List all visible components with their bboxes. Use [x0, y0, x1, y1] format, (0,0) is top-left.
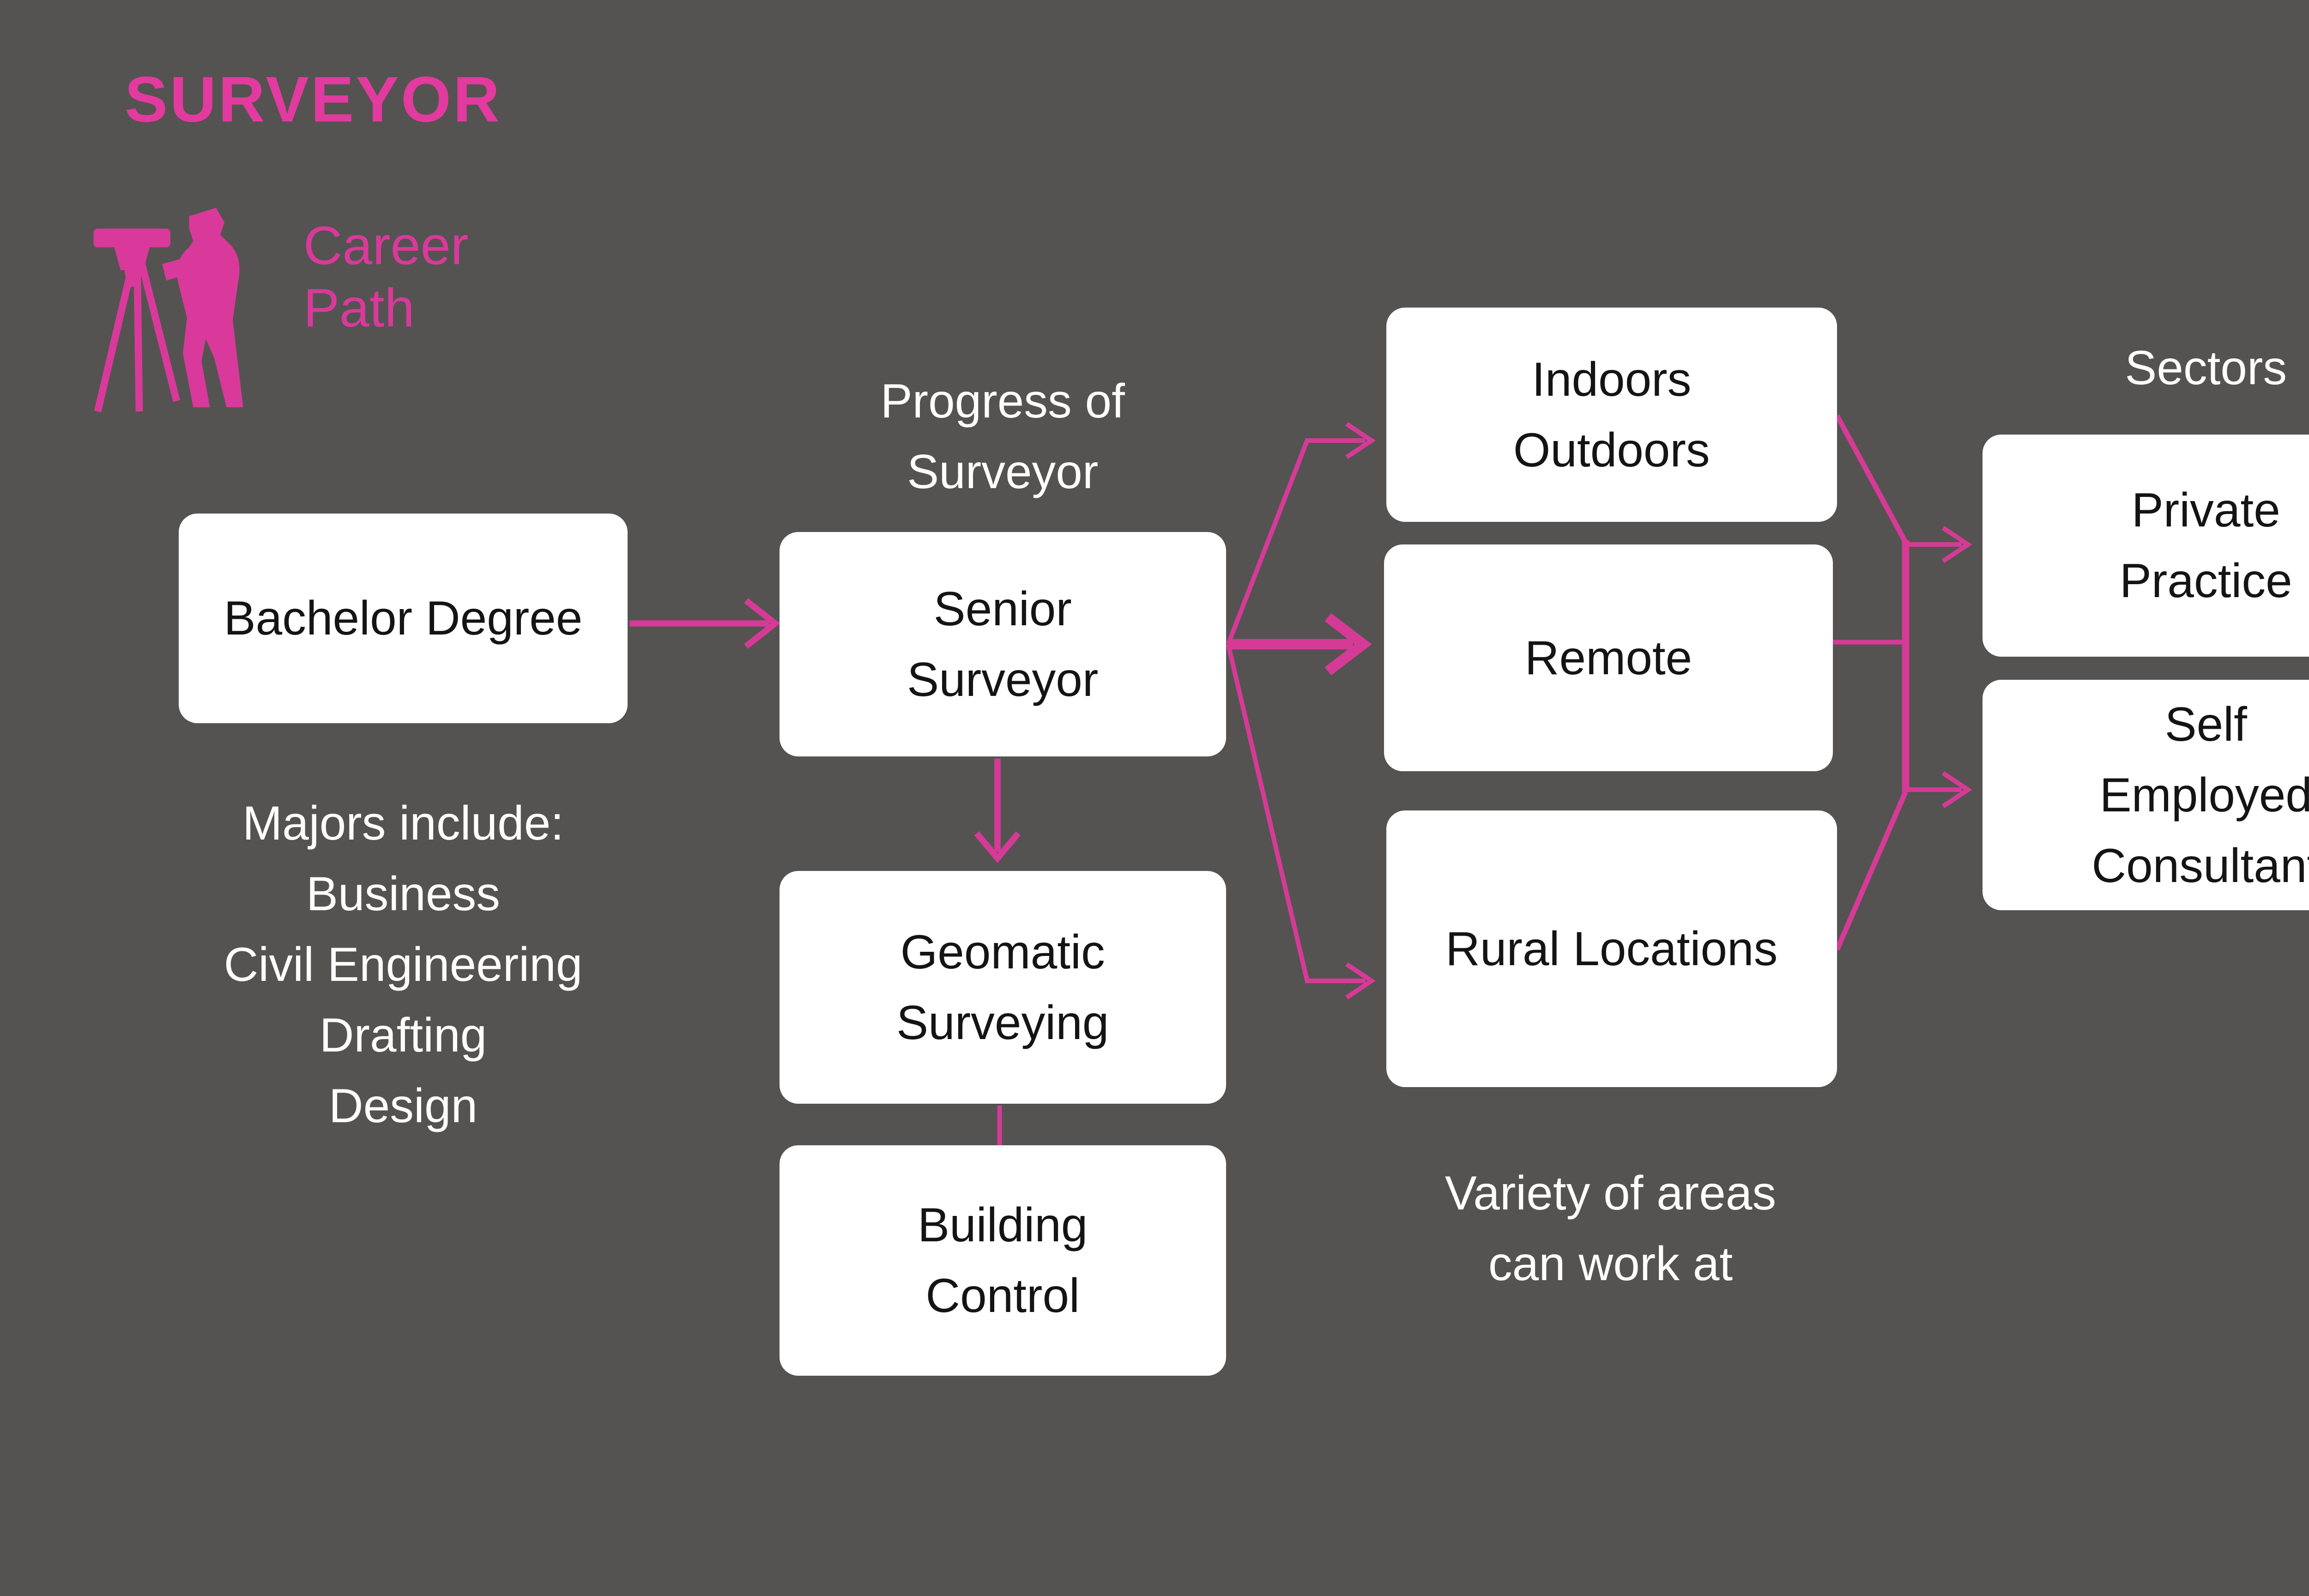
node-indoors-outdoors: Indoors Outdoors — [1386, 308, 1837, 522]
node-label: Indoors Outdoors — [1513, 352, 1710, 477]
arrow-senior-to-geomatic — [974, 758, 1021, 864]
node-self-employed-consultant: Self Employed Consultant — [1983, 679, 2309, 910]
arrow-senior-to-remote — [1228, 613, 1372, 676]
node-senior-surveyor: Senior Surveyor — [779, 532, 1226, 756]
arrow-junction-to-private-practice — [1905, 526, 1972, 563]
node-label: Self Employed Consultant — [2091, 697, 2309, 892]
connector-rural-to-junction — [1834, 791, 1908, 951]
node-label: Bachelor Degree — [224, 591, 583, 645]
node-label: Senior Surveyor — [907, 582, 1099, 706]
node-rural-locations: Rural Locations — [1386, 810, 1837, 1087]
arrow-bachelor-to-senior — [629, 598, 780, 649]
node-remote: Remote — [1384, 544, 1833, 771]
note-progress-of-surveyor: Progress of Surveyor — [880, 374, 1125, 498]
note-majors-include: Majors include: Business Civil Engineeri… — [224, 796, 583, 1132]
page-subtitle: Career Path — [303, 215, 469, 338]
node-label: Remote — [1524, 630, 1692, 684]
page-title: SURVEYOR — [125, 63, 502, 135]
node-building-control: Building Control — [779, 1145, 1226, 1376]
node-label: Rural Locations — [1445, 921, 1778, 975]
surveyor-icon — [71, 187, 278, 420]
node-label: Geomatic Surveying — [896, 925, 1109, 1049]
connector-indoors-to-junction — [1835, 414, 1908, 544]
node-label: Building Control — [918, 1198, 1088, 1323]
arrow-senior-to-indoors — [1226, 422, 1376, 645]
node-label: Private Practice — [2119, 483, 2292, 608]
node-private-practice: Private Practice — [1983, 434, 2309, 657]
node-geomatic-surveying: Geomatic Surveying — [779, 871, 1226, 1104]
node-bachelor-degree: Bachelor Degree — [179, 513, 628, 723]
note-sectors: Sectors — [2125, 341, 2287, 394]
arrow-junction-to-self-employed — [1905, 771, 1972, 809]
note-variety-of-areas: Variety of areas can work at — [1445, 1166, 1777, 1290]
arrow-senior-to-rural — [1226, 643, 1376, 1000]
